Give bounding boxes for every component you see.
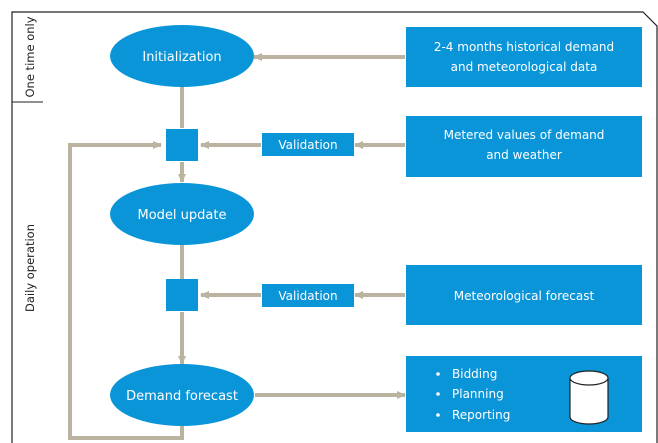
diagram-frame: [11, 11, 658, 443]
one-time-label: One time only: [23, 16, 37, 97]
daily-operation-label: Daily operation: [23, 224, 37, 312]
model-update-label: Model update: [138, 208, 227, 223]
feedback-loop-line: [68, 141, 184, 440]
meteorological-forecast-label: Meteorological forecast: [454, 289, 595, 303]
bullet-reporting: [436, 413, 440, 417]
meteorological-forecast-box: [406, 265, 642, 325]
model-update-node: [110, 183, 254, 245]
output-reporting: Reporting: [452, 408, 510, 422]
upper-validation-box: [262, 133, 354, 156]
lower-junction-node: [166, 279, 198, 311]
lower-validation-box: [262, 284, 354, 307]
historical-data-line-1: 2-4 months historical demand: [434, 40, 614, 54]
metered-values-line-1: Metered values of demand: [444, 128, 605, 142]
historical-data-box: [406, 27, 642, 87]
lower-validation-label: Validation: [278, 289, 337, 303]
metered-values-box: [406, 116, 642, 177]
output-planning: Planning: [452, 387, 504, 401]
initialization-node: [110, 25, 254, 87]
bullet-planning: [436, 392, 440, 396]
metered-values-line-2: and weather: [486, 148, 562, 162]
output-bidding: Bidding: [452, 367, 497, 381]
initialization-label: Initialization: [142, 50, 221, 65]
upper-junction-node: [166, 129, 198, 161]
demand-forecast-node: [110, 364, 254, 426]
bullet-bidding: [436, 372, 440, 376]
upper-validation-label: Validation: [278, 138, 337, 152]
database-icon: [569, 370, 609, 425]
historical-data-line-2: and meteorological data: [451, 60, 598, 74]
demand-forecast-label: Demand forecast: [126, 389, 238, 404]
